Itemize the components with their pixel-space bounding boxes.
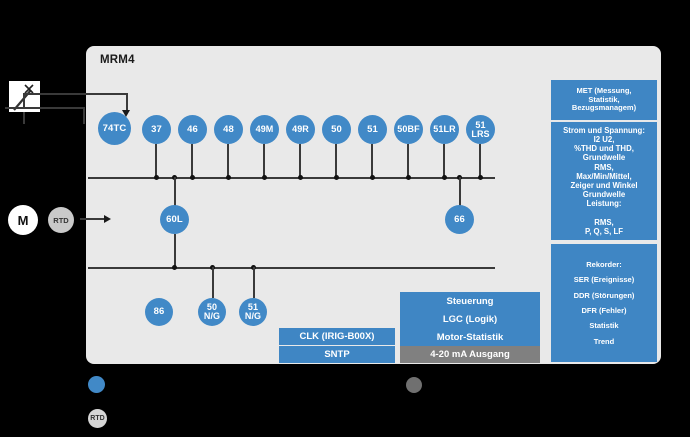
stub-50ng [212,267,214,298]
sntp-box[interactable]: SNTP [279,346,395,363]
relay-node-51[interactable]: 51 [358,115,387,144]
page-title: MRM4 [100,54,135,66]
stub-51ng [253,267,255,298]
stub-51lr [443,144,445,178]
relay-node-51lr[interactable]: 51LR [430,115,459,144]
met-panel[interactable]: MET (Messung, Statistik, Bezugsmanagem) [551,80,657,120]
measurements-panel[interactable]: Strom und Spannung: I2 U2, %THD und THD,… [551,122,657,240]
stub-60l-bottom [174,234,176,268]
feeder-wire-left-b [83,107,85,124]
legend-relay-dot [88,376,105,393]
relay-node-51ng[interactable]: 51 N/G [239,298,267,326]
junction-dot [298,175,303,180]
relay-node-48[interactable]: 48 [214,115,243,144]
analog-output-box[interactable]: 4-20 mA Ausgang [400,346,540,363]
stub-48 [227,144,229,178]
met-panel-text: MET (Messung, Statistik, Bezugsmanagem) [571,85,637,113]
feeder-wire-mid [5,107,85,109]
motor-statistik-box[interactable]: Motor-Statistik [400,328,540,346]
motor-symbol: M [8,205,38,235]
stub-60l-top [174,177,176,207]
lgc-box[interactable]: LGC (Logik) [400,310,540,328]
relay-node-49m[interactable]: 49M [250,115,279,144]
junction-dot [172,265,177,270]
junction-dot [334,175,339,180]
junction-dot [370,175,375,180]
stub-50 [335,144,337,178]
junction-dot [478,175,483,180]
junction-dot [154,175,159,180]
stub-51 [371,144,373,178]
main-busbar-lower [88,267,495,269]
feeder-wire-top [23,93,127,95]
stub-66 [459,177,461,207]
relay-node-50ng[interactable]: 50 N/G [198,298,226,326]
motor-feed-wire [80,218,106,220]
feeder-wire-to-74tc [126,93,128,111]
switch-drop-wire [23,112,25,124]
relay-node-60l[interactable]: 60L [160,205,189,234]
relay-node-46[interactable]: 46 [178,115,207,144]
main-busbar-upper [88,177,495,179]
stub-50bf [407,144,409,178]
stub-46 [191,144,193,178]
recorder-panel[interactable]: Rekorder: SER (Ereignisse) DDR (Störunge… [551,244,657,362]
junction-dot [190,175,195,180]
steuerung-box[interactable]: Steuerung [400,292,540,310]
stub-51lrs [479,144,481,178]
relay-node-66[interactable]: 66 [445,205,474,234]
relay-node-50bf[interactable]: 50BF [394,115,423,144]
stub-49r [299,144,301,178]
recorder-panel-text: Rekorder: SER (Ereignisse) DDR (Störunge… [573,259,635,346]
clk-box[interactable]: CLK (IRIG-B00X) [279,328,395,345]
junction-dot [406,175,411,180]
stub-49m [263,144,265,178]
relay-node-51lrs[interactable]: 51 LRS [466,115,495,144]
feeder-arrow-icon [122,110,130,117]
motor-feed-arrow-icon [104,215,111,223]
legend-rtd-dot: RTD [88,409,107,428]
relay-node-37[interactable]: 37 [142,115,171,144]
legend-grey-dot [406,377,422,393]
feeder-wire-left-a [23,93,25,107]
relay-node-49r[interactable]: 49R [286,115,315,144]
rtd-symbol: RTD [48,207,74,233]
junction-dot [262,175,267,180]
junction-dot [226,175,231,180]
measurements-panel-text: Strom und Spannung: I2 U2, %THD und THD,… [563,125,645,236]
junction-dot [442,175,447,180]
stub-37 [155,144,157,178]
relay-node-86[interactable]: 86 [145,298,173,326]
relay-node-74tc[interactable]: 74TC [98,112,131,145]
relay-node-50[interactable]: 50 [322,115,351,144]
